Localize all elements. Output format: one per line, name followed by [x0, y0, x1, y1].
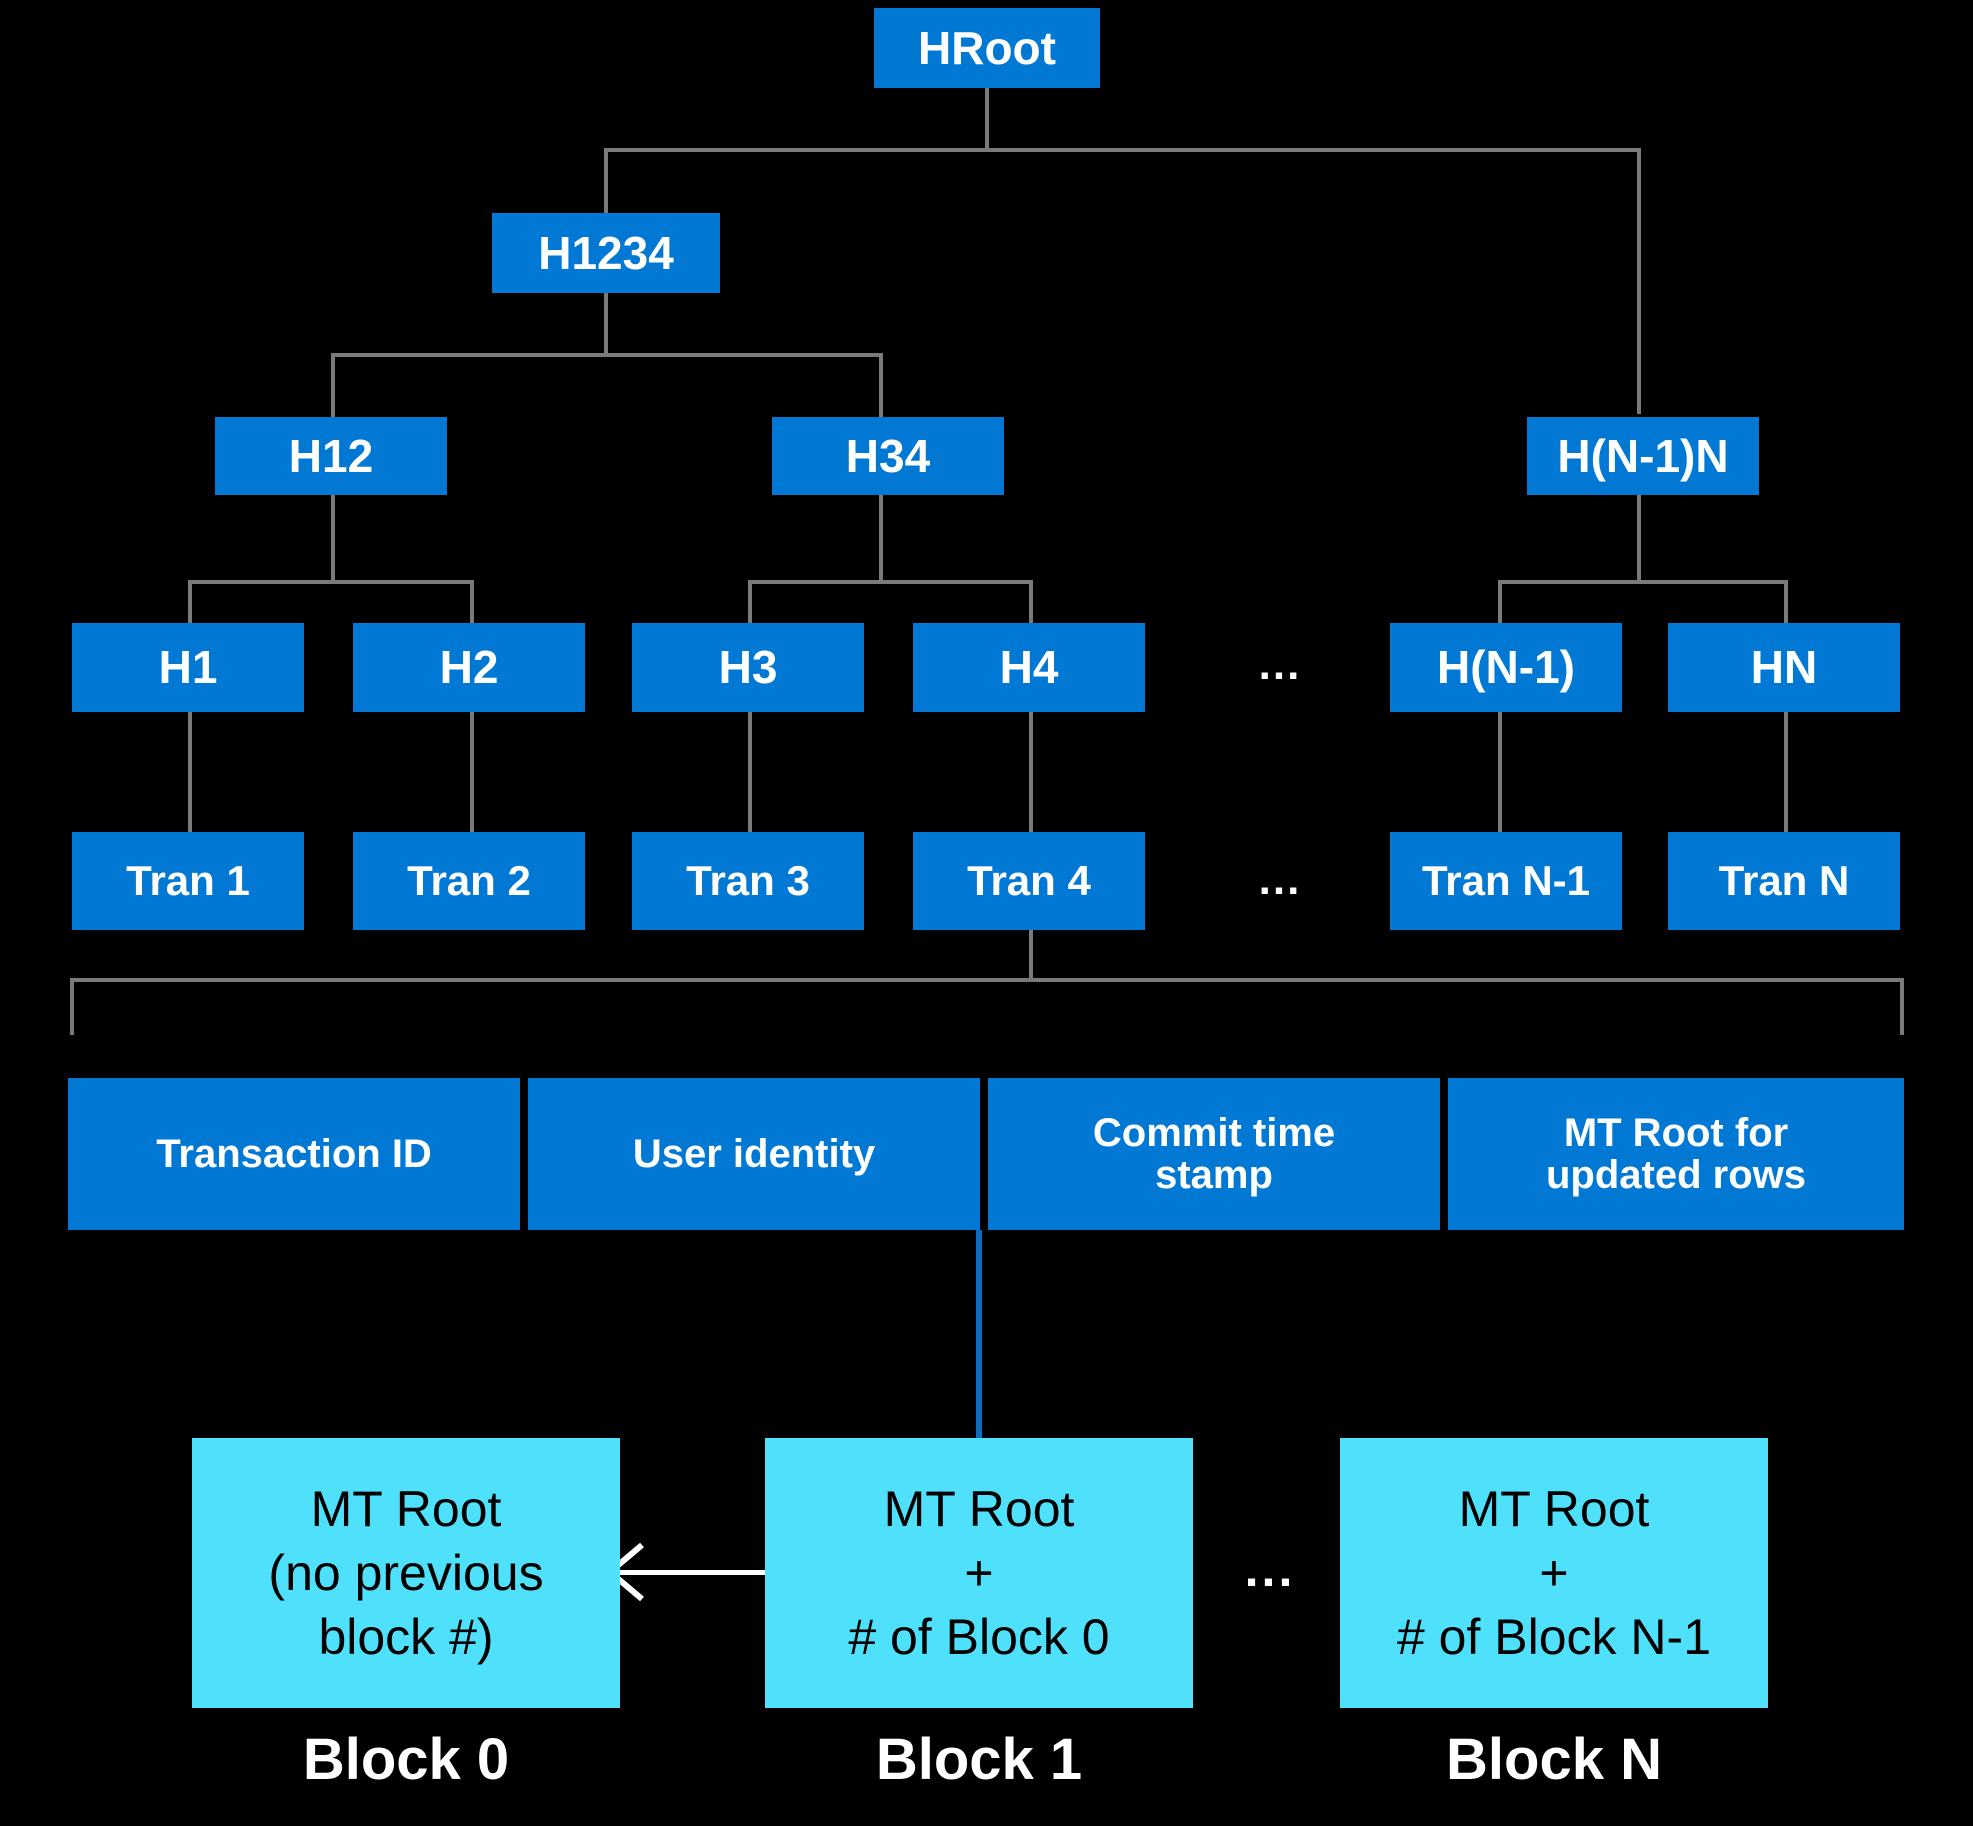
field-mtroot-line1: MT Root for [1563, 1111, 1789, 1155]
connector-hroot-stem [985, 88, 989, 148]
node-hroot[interactable]: HRoot [874, 8, 1100, 88]
connector-h2-tran2 [470, 712, 474, 832]
block-n[interactable]: MT Root + # of Block N-1 [1340, 1438, 1768, 1708]
field-transaction-id[interactable]: Transaction ID [68, 1078, 520, 1230]
node-tran-n-1[interactable]: Tran N-1 [1390, 832, 1622, 930]
block-1-line1: MT Root [883, 1481, 1075, 1537]
connector-hn1n-bus [1498, 580, 1788, 584]
connector-expand-bus [70, 978, 1904, 982]
connector-hn-trann [1784, 712, 1788, 832]
connector-tran4-expand [1029, 930, 1033, 980]
block-n-caption: Block N [1446, 1727, 1662, 1792]
node-h12[interactable]: H12 [215, 417, 447, 495]
node-tran-3[interactable]: Tran 3 [632, 832, 864, 930]
blocks-ellipsis: ... [1244, 1541, 1296, 1597]
connector-to-h12 [331, 353, 335, 418]
node-h2[interactable]: H2 [353, 623, 585, 712]
block-n-line2: + [1539, 1545, 1569, 1601]
connector-to-h1234 [604, 148, 608, 214]
connector-to-h34 [879, 353, 883, 418]
connector-hroot-bus [604, 148, 1641, 152]
node-h1[interactable]: H1 [72, 623, 304, 712]
field-commit-line1: Commit time [1092, 1111, 1336, 1155]
field-mtroot-line2: updated rows [1545, 1153, 1807, 1197]
node-h4[interactable]: H4 [913, 623, 1145, 712]
node-hn-1n[interactable]: H(N-1)N [1527, 417, 1759, 495]
node-h34[interactable]: H34 [772, 417, 1004, 495]
connector-to-h2 [470, 580, 474, 623]
field-commit-line2: stamp [1155, 1153, 1273, 1197]
connector-to-hn-1 [1498, 580, 1502, 623]
connector-h1234-stem [604, 293, 608, 353]
connector-h12-bus [188, 580, 474, 584]
field-commit-time-stamp[interactable]: Commit time stamp [988, 1078, 1440, 1230]
hash-row-ellipsis: ... [1258, 640, 1302, 689]
block-n-line1: MT Root [1458, 1481, 1650, 1537]
connector-h1-tran1 [188, 712, 192, 832]
node-hn-1[interactable]: H(N-1) [1390, 623, 1622, 712]
field-user-identity[interactable]: User identity [528, 1078, 980, 1230]
block-0[interactable]: MT Root (no previous block #) [192, 1438, 620, 1708]
block-1-line3: # of Block 0 [848, 1609, 1110, 1665]
node-h1234[interactable]: H1234 [492, 213, 720, 293]
connector-h1234-bus [331, 353, 883, 357]
connector-h34-stem [879, 495, 883, 580]
node-tran-n[interactable]: Tran N [1668, 832, 1900, 930]
connector-to-hn1n [1637, 148, 1641, 414]
node-tran-4[interactable]: Tran 4 [913, 832, 1145, 930]
connector-to-h4 [1029, 580, 1033, 623]
block-n-line3: # of Block N-1 [1396, 1609, 1711, 1665]
block-0-line2: (no previous [268, 1545, 544, 1601]
block-1[interactable]: MT Root + # of Block 0 [765, 1438, 1193, 1708]
node-hn[interactable]: HN [1668, 623, 1900, 712]
block-0-caption: Block 0 [302, 1727, 510, 1792]
block-1-caption: Block 1 [875, 1727, 1083, 1792]
field-mt-root-updated-rows[interactable]: MT Root for updated rows [1448, 1078, 1904, 1230]
block-1-line2: + [964, 1545, 994, 1601]
connector-mtroot-block1 [976, 1230, 982, 1440]
block-0-line1: MT Root [310, 1481, 502, 1537]
connector-hn1n-stem [1637, 495, 1641, 580]
node-tran-1[interactable]: Tran 1 [72, 832, 304, 930]
connector-h3-tran3 [748, 712, 752, 832]
connector-expand-left [70, 978, 74, 1035]
block-chain-arrow-line [620, 1570, 765, 1575]
connector-h34-bus [748, 580, 1033, 584]
node-h3[interactable]: H3 [632, 623, 864, 712]
block-0-line3: block #) [318, 1609, 494, 1665]
connector-to-h3 [748, 580, 752, 623]
connector-to-h1 [188, 580, 192, 623]
tran-row-ellipsis: ... [1258, 855, 1302, 904]
connector-expand-right [1900, 978, 1904, 1035]
connector-hn1-trann1 [1498, 712, 1502, 832]
connector-h12-stem [331, 495, 335, 580]
node-tran-2[interactable]: Tran 2 [353, 832, 585, 930]
connector-to-hn [1784, 580, 1788, 623]
connector-h4-tran4 [1029, 712, 1033, 832]
